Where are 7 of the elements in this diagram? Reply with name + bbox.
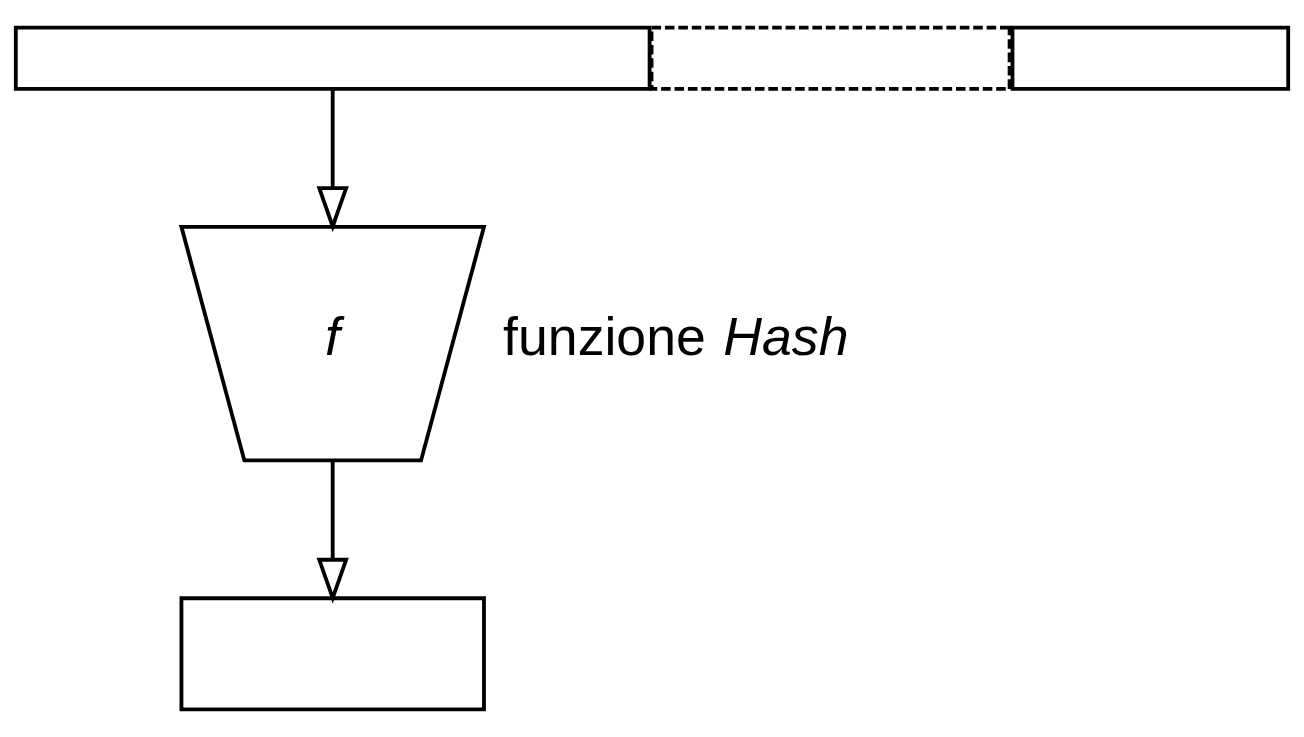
arrow bbox=[316, 89, 349, 233]
node-box bbox=[1010, 25, 1291, 91]
node-label: funzione Hash bbox=[503, 305, 849, 366]
node-box bbox=[649, 25, 1012, 91]
node-box bbox=[13, 25, 652, 91]
node-box bbox=[179, 596, 486, 712]
arrow bbox=[316, 460, 349, 604]
